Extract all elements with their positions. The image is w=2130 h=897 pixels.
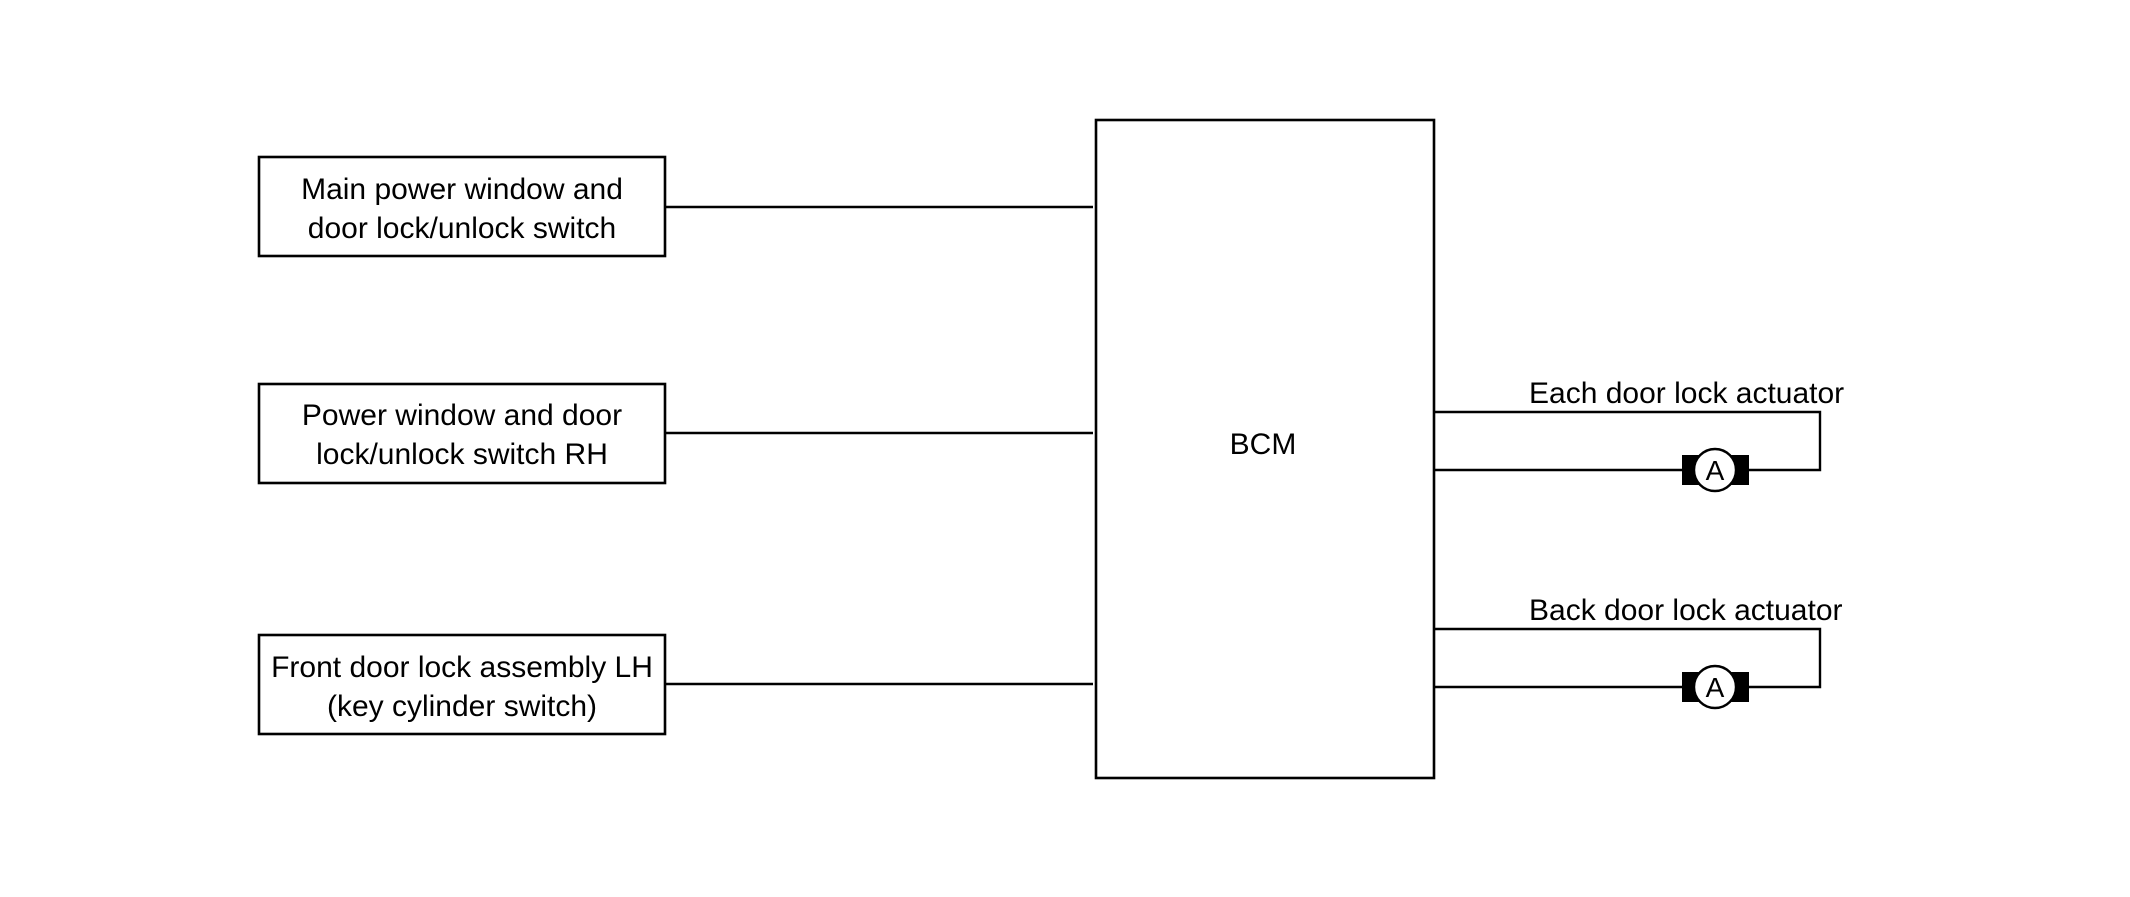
motor-symbol: A: [1706, 672, 1725, 703]
input-label-line2: door lock/unlock switch: [308, 212, 616, 245]
actuator-label: Back door lock actuator: [1529, 594, 1843, 627]
actuator-wiring: [1434, 627, 1822, 689]
output-each-door-lock-actuator: Each door lock actuator A: [1434, 377, 1844, 493]
input-label-line2: lock/unlock switch RH: [316, 438, 608, 471]
bcm-unit: BCM: [1094, 118, 1436, 780]
motor-icon: A: [1682, 664, 1749, 710]
motor-circle: [1692, 447, 1738, 493]
input-box: [257, 382, 667, 485]
actuator-wiring: [1434, 410, 1822, 472]
input-box: [257, 633, 667, 736]
motor-circle: [1692, 664, 1738, 710]
output-back-door-lock-actuator: Back door lock actuator A: [1434, 594, 1843, 710]
input-box: [257, 155, 667, 258]
input-power-window-switch-rh: Power window and door lock/unlock switch…: [257, 382, 667, 485]
bcm-box: [1094, 118, 1436, 780]
input-label-line2: (key cylinder switch): [327, 690, 597, 723]
actuator-label: Each door lock actuator: [1529, 377, 1844, 410]
bcm-label: BCM: [1230, 428, 1297, 461]
motor-icon: A: [1682, 447, 1749, 493]
motor-symbol: A: [1706, 455, 1725, 486]
input-label-line1: Power window and door: [302, 399, 622, 432]
input-label-line1: Main power window and: [301, 173, 623, 206]
input-label-line1: Front door lock assembly LH: [271, 651, 653, 684]
input-main-power-window-switch: Main power window and door lock/unlock s…: [257, 155, 667, 258]
input-front-door-lock-assembly-lh: Front door lock assembly LH (key cylinde…: [257, 633, 667, 736]
